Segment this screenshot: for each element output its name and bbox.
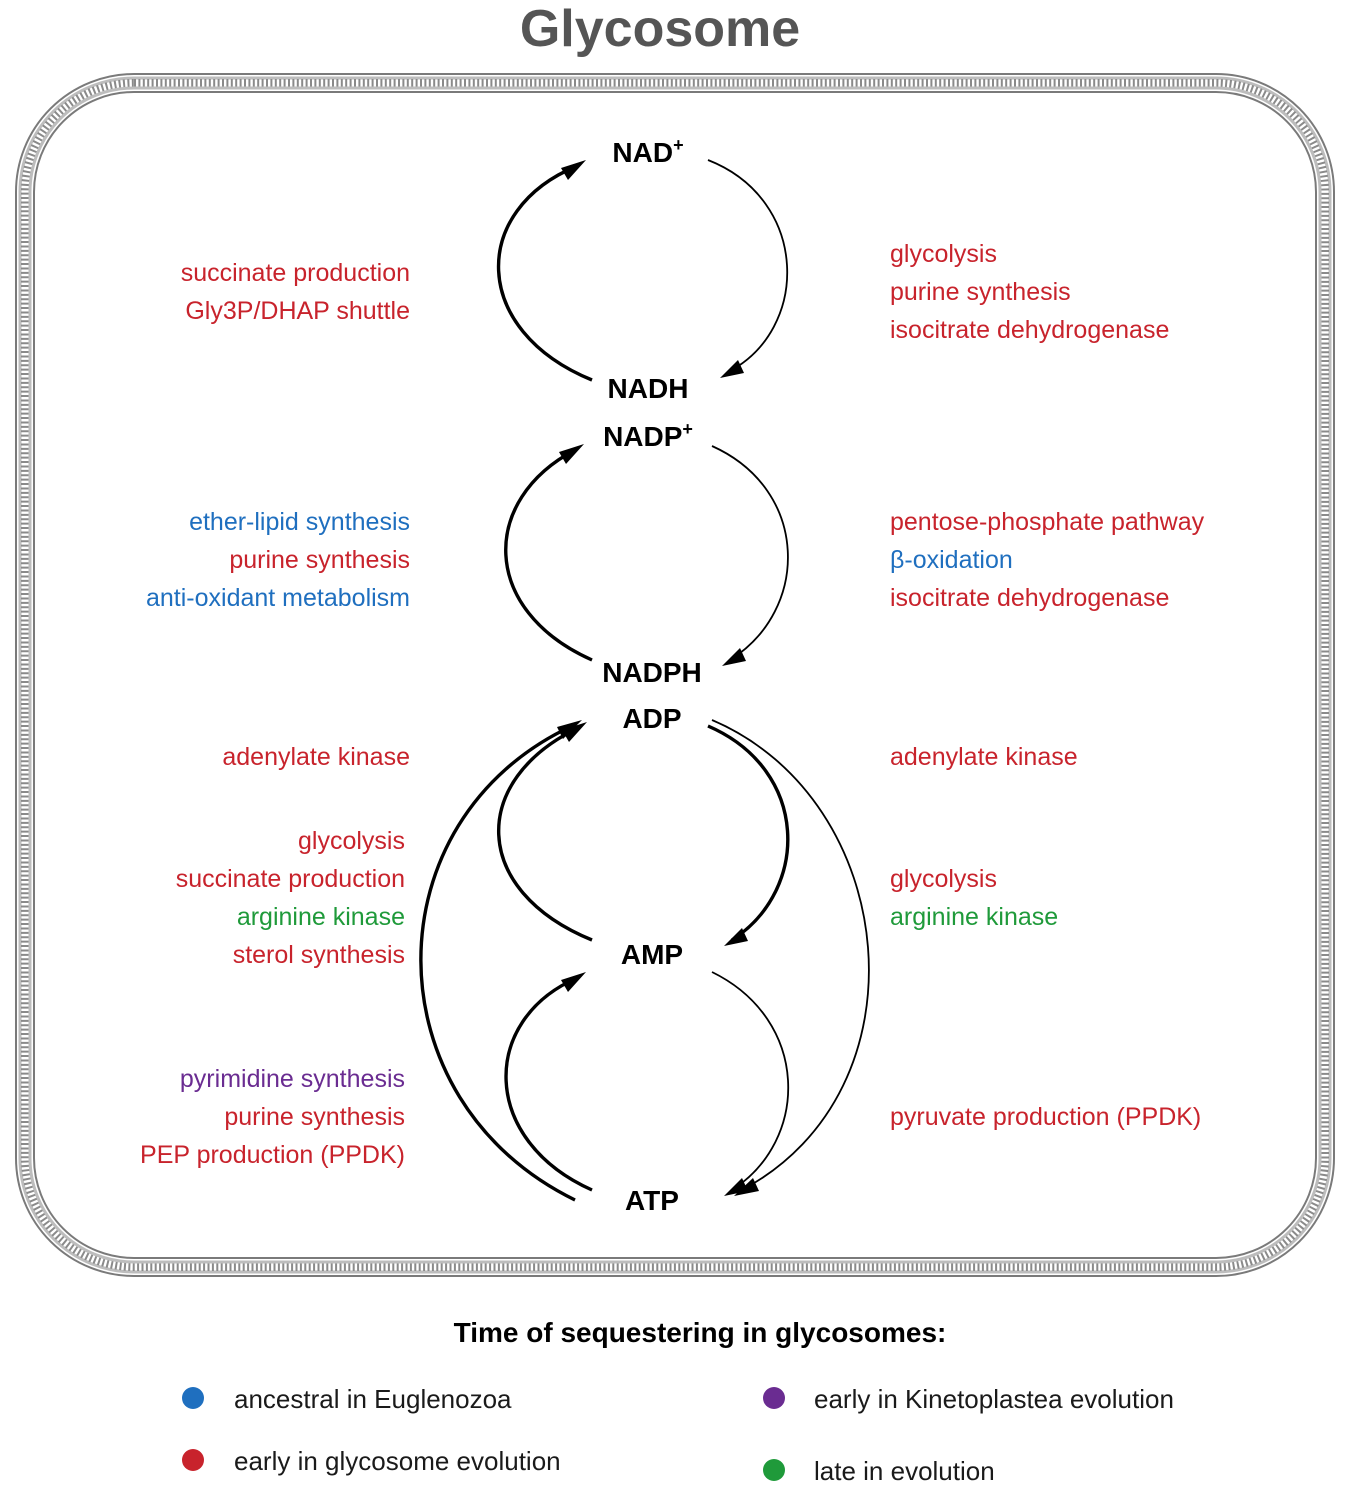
legend-dot-early-glycosome [182,1449,204,1471]
arrowhead-nadp [559,444,584,464]
arrow-amp-to-atp [711,971,789,1191]
arrowhead-adp-inner [562,722,587,742]
legend-dot-late [763,1459,785,1481]
pathway-label: adenylate kinase [890,743,1078,771]
arrowhead-amp-lower [561,972,586,992]
legend-label-ancestral: ancestral in Euglenozoa [234,1384,512,1414]
arrowhead-amp-inner [724,928,748,946]
legend-label-late: late in evolution [814,1456,995,1486]
pathway-label: sterol synthesis [233,941,405,969]
arrowhead-atp-outer [734,1178,759,1196]
arrow-adp-to-amp [707,724,790,942]
arrow-atp-to-amp [504,976,593,1192]
cofactor-nadh: NADH [608,373,689,404]
cofactor-nadp-plus: NADP+ [603,419,693,452]
legend: Time of sequestering in glycosomes: ance… [182,1317,1174,1486]
labels-nad-right: glycolysis purine synthesis isocitrate deh… [890,240,1169,344]
arrowhead-nad [561,160,586,180]
pathway-label: glycolysis [890,240,997,268]
legend-dot-early-kinetoplastea [763,1387,785,1409]
pathway-label: arginine kinase [890,903,1058,931]
legend-title: Time of sequestering in glycosomes: [454,1317,947,1348]
pathway-label: purine synthesis [229,546,410,574]
labels-nadp-left: ether-lipid synthesis purine synthesis ant… [146,508,410,612]
cofactor-atp: ATP [625,1185,679,1216]
pathway-label: glycolysis [890,865,997,893]
diagram-title: Glycosome [520,0,800,58]
legend-label-early-kinetoplastea: early in Kinetoplastea evolution [814,1384,1174,1414]
labels-amp-right: glycolysis arginine kinase [890,865,1058,931]
pathway-label: glycolysis [298,827,405,855]
pathway-label: arginine kinase [237,903,405,931]
arrow-nadp-to-nadph [711,445,789,661]
pathway-label: pentose-phosphate pathway [890,508,1205,536]
cofactor-nad-plus: NAD+ [612,135,683,168]
arrow-nadph-to-nadp [504,448,593,662]
arrow-adp-to-atp [711,719,870,1191]
pathway-label: succinate production [181,259,410,287]
labels-adp-right: adenylate kinase [890,743,1078,771]
cofactor-amp: AMP [621,939,683,970]
arrowhead-adp-outer [557,720,582,739]
pathway-label: PEP production (PPDK) [140,1141,405,1169]
pathway-label: pyrimidine synthesis [180,1065,405,1093]
glycosome-membrane [15,73,1335,1277]
pathway-label: anti-oxidant metabolism [146,584,410,612]
arrowhead-nadh [720,360,744,378]
labels-nadp-right: pentose-phosphate pathway β-oxidation isoc… [890,508,1205,612]
arrow-nadh-to-nad [496,164,593,382]
arrow-amp-to-adp [497,726,593,942]
arrow-atp-to-adp [419,724,576,1202]
pathway-label: isocitrate dehydrogenase [890,316,1169,344]
pathway-label: purine synthesis [224,1103,405,1131]
labels-amp-left: glycolysis succinate production arginine k… [176,827,405,969]
reaction-arrows [419,159,870,1202]
legend-label-early-glycosome: early in glycosome evolution [234,1446,561,1476]
labels-adp-left: adenylate kinase [222,743,410,771]
labels-atp-right: pyruvate production (PPDK) [890,1103,1201,1131]
arrowhead-nadph [722,648,746,666]
pathway-label: β-oxidation [890,546,1013,574]
pathway-label: pyruvate production (PPDK) [890,1103,1201,1131]
arrow-nad-to-nadh [707,159,789,373]
legend-dot-ancestral [182,1387,204,1409]
pathway-label: Gly3P/DHAP shuttle [185,297,410,325]
cofactor-adp: ADP [622,703,681,734]
pathway-label: succinate production [176,865,405,893]
pathway-label: purine synthesis [890,278,1071,306]
pathway-label: ether-lipid synthesis [189,508,410,536]
cofactor-nadph: NADPH [602,657,702,688]
pathway-label: isocitrate dehydrogenase [890,584,1169,612]
pathway-label: adenylate kinase [222,743,410,771]
